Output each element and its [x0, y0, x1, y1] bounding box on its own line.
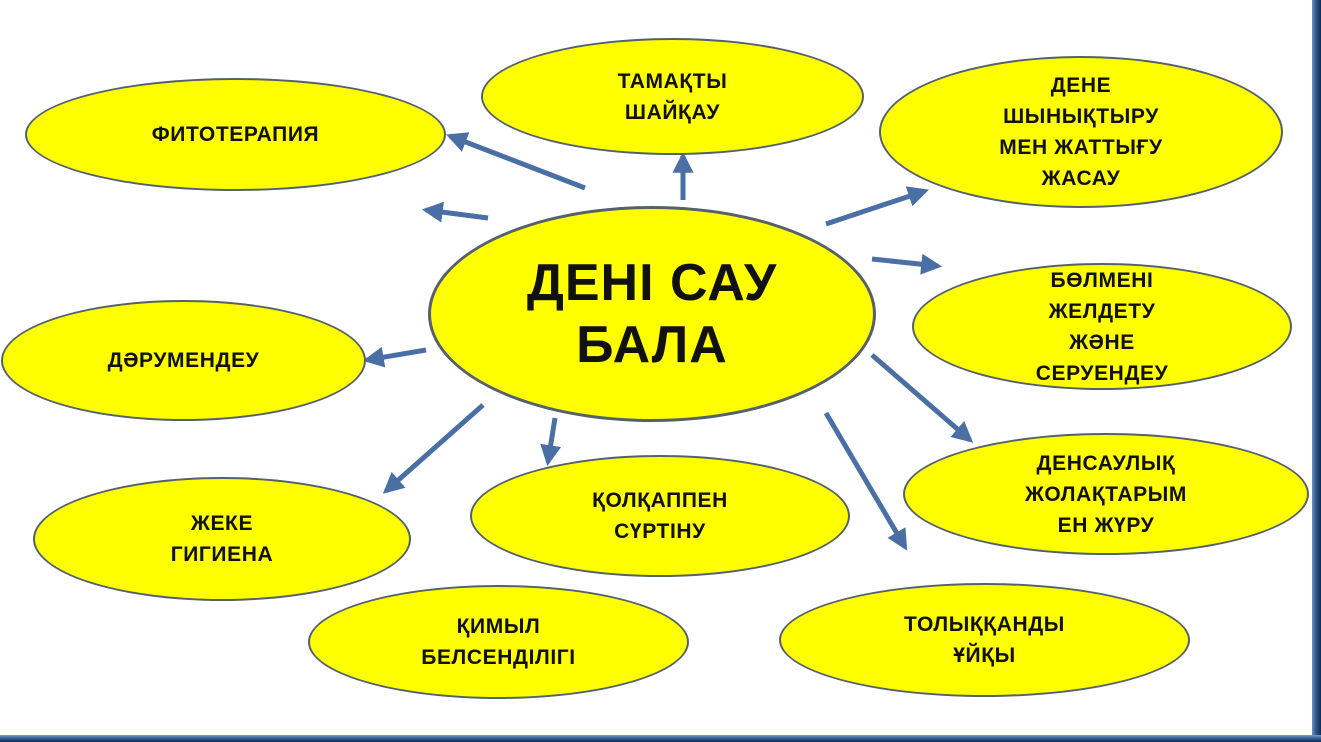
- node-label-zheke-gigiena: ЖЕКЕ ГИГИЕНА: [170, 512, 274, 566]
- node-densaulyq-zholaqtary: ДЕНСАУЛЫҚ ЖОЛАҚТАРЫМ ЕН ЖҮРУ: [903, 433, 1309, 555]
- node-fitoterapiya: ФИТОТЕРАПИЯ: [25, 78, 446, 191]
- node-label-qimyl-belsendiligi: ҚИМЫЛ БЕЛСЕНДІЛІГІ: [421, 615, 576, 669]
- arrow-to-dene-shynyqtyru: [825, 186, 929, 227]
- arrow-to-tolyqqandy-uiqy: [823, 411, 908, 551]
- node-label-darumendeu: ДӘРУМЕНДЕУ: [107, 349, 260, 372]
- node-label-fitoterapiya: ФИТОТЕРАПИЯ: [151, 123, 320, 146]
- node-qolqappen-surtinu: ҚОЛҚАППЕН СҮРТІНУ: [470, 455, 850, 577]
- arrow-to-densaulyq-zholaqtary: [870, 353, 974, 443]
- center-node: ДЕНІ САУ БАЛА: [428, 206, 876, 422]
- node-darumendeu: ДӘРУМЕНДЕУ: [1, 300, 366, 421]
- arrow-to-qolqappen-surtinu: [540, 417, 562, 467]
- node-label-bolmeni-zheldetu: БӨЛМЕНІ ЖЕЛДЕТУ ЖӘНЕ СЕРУЕНДЕУ: [1035, 268, 1169, 385]
- slide-shadow-right: [1312, 0, 1321, 742]
- node-label-densaulyq-zholaqtary: ДЕНСАУЛЫҚ ЖОЛАҚТАРЫМ ЕН ЖҮРУ: [1025, 451, 1187, 537]
- arrow-to-fitoterapiya: [446, 132, 586, 191]
- node-bolmeni-zheldetu: БӨЛМЕНІ ЖЕЛДЕТУ ЖӘНЕ СЕРУЕНДЕУ: [912, 263, 1292, 390]
- node-label-tolyqqandy-uiqy: ТОЛЫҚҚАНДЫ ҰЙҚЫ: [904, 613, 1065, 667]
- node-label-tamaqty-shaiqau: ТАМАҚТЫ ШАЙҚАУ: [617, 69, 728, 124]
- arrow-to-bolmeni-zheldetu: [871, 253, 943, 275]
- arrow-upper-left: [421, 201, 489, 223]
- arrow-to-darumendeu: [362, 346, 427, 368]
- center-node-label: ДЕНІ САУ БАЛА: [526, 254, 778, 374]
- node-dene-shynyqtyru: ДЕНЕ ШЫНЫҚТЫРУ МЕН ЖАТТЫҒУ ЖАСАУ: [879, 56, 1283, 208]
- slide-shadow-bottom: [0, 735, 1321, 742]
- arrow-to-zheke-gigiena: [382, 403, 485, 494]
- node-qimyl-belsendiligi: ҚИМЫЛ БЕЛСЕНДІЛІГІ: [308, 585, 689, 699]
- node-label-dene-shynyqtyru: ДЕНЕ ШЫНЫҚТЫРУ МЕН ЖАТТЫҒУ ЖАСАУ: [999, 74, 1163, 190]
- node-tolyqqandy-uiqy: ТОЛЫҚҚАНДЫ ҰЙҚЫ: [779, 583, 1190, 697]
- node-label-qolqappen-surtinu: ҚОЛҚАППЕН СҮРТІНУ: [592, 489, 728, 543]
- node-tamaqty-shaiqau: ТАМАҚТЫ ШАЙҚАУ: [481, 38, 864, 155]
- node-zheke-gigiena: ЖЕКЕ ГИГИЕНА: [33, 477, 411, 601]
